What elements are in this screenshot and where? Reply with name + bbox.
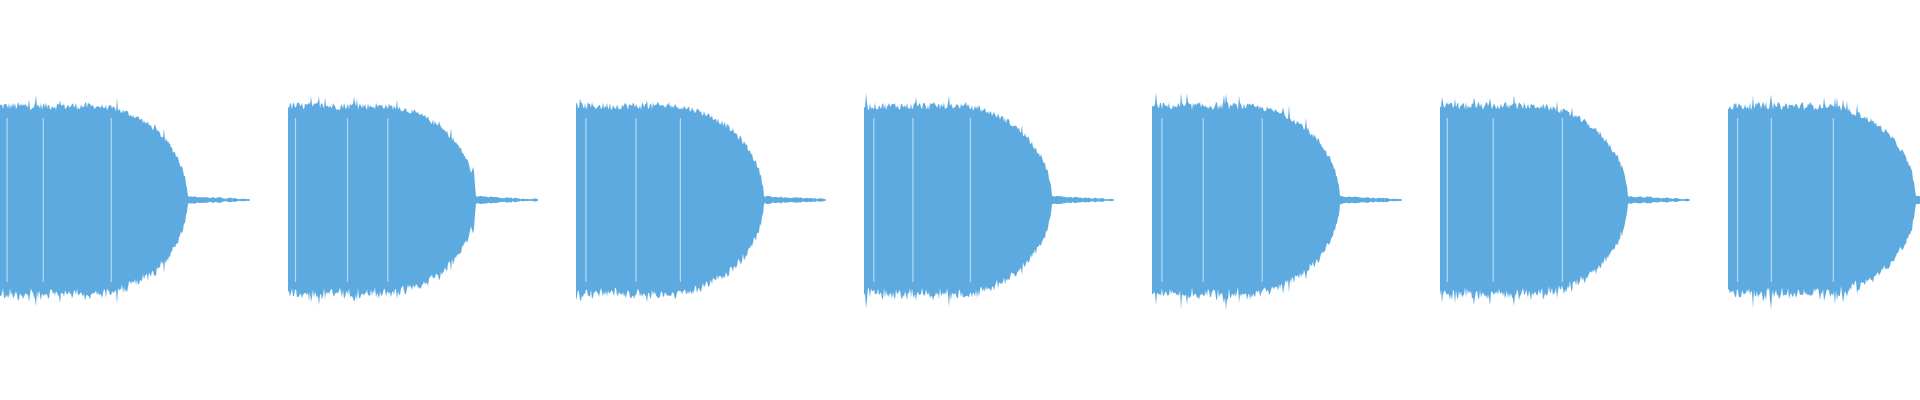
- waveform-gap: [1832, 118, 1834, 282]
- waveform-gap: [1492, 118, 1494, 282]
- waveform-gap: [1202, 118, 1204, 282]
- waveform-body: [576, 98, 825, 303]
- waveform-gap: [1161, 118, 1163, 282]
- waveform-segment-2: [288, 96, 538, 306]
- waveform-gap: [1261, 118, 1263, 282]
- waveform-gap: [1770, 118, 1772, 282]
- waveform-body: [288, 96, 537, 306]
- waveform-body: [1728, 94, 1920, 310]
- waveform-gap: [110, 118, 112, 282]
- waveform-gap: [6, 118, 8, 282]
- waveform-gap: [585, 118, 587, 282]
- waveform-gap: [294, 118, 297, 282]
- waveform-tail: [476, 199, 538, 201]
- waveform-segment-5: [1152, 92, 1402, 311]
- waveform-gap: [635, 118, 637, 282]
- waveform-gap: [387, 118, 389, 282]
- waveform-tail: [764, 199, 826, 201]
- waveform-segment-1: [0, 95, 250, 307]
- waveform-gap: [679, 118, 681, 282]
- waveform-gap: [346, 118, 349, 282]
- waveform-tail: [1916, 199, 1920, 201]
- waveform-segment-4: [864, 92, 1114, 309]
- waveform-body: [0, 95, 249, 307]
- waveform-segment-7: [1728, 94, 1920, 310]
- waveform-tail: [1052, 199, 1114, 201]
- waveform-gap: [1446, 118, 1448, 282]
- waveform-gap: [1561, 118, 1563, 282]
- waveform-gap: [1737, 118, 1739, 282]
- waveform-segments: [0, 92, 1920, 311]
- waveform-tail: [188, 199, 250, 201]
- waveform-body: [1440, 94, 1689, 307]
- waveform-segment-3: [576, 98, 826, 303]
- waveform-gap: [912, 118, 914, 282]
- waveform-tail: [1340, 199, 1402, 201]
- waveform-body: [864, 92, 1113, 309]
- waveform-segment-6: [1440, 94, 1690, 307]
- waveform-gap: [42, 118, 44, 282]
- waveform-gap: [873, 118, 875, 282]
- waveform-body: [1152, 92, 1401, 311]
- waveform-tail: [1628, 199, 1690, 201]
- waveform-gap: [969, 118, 971, 282]
